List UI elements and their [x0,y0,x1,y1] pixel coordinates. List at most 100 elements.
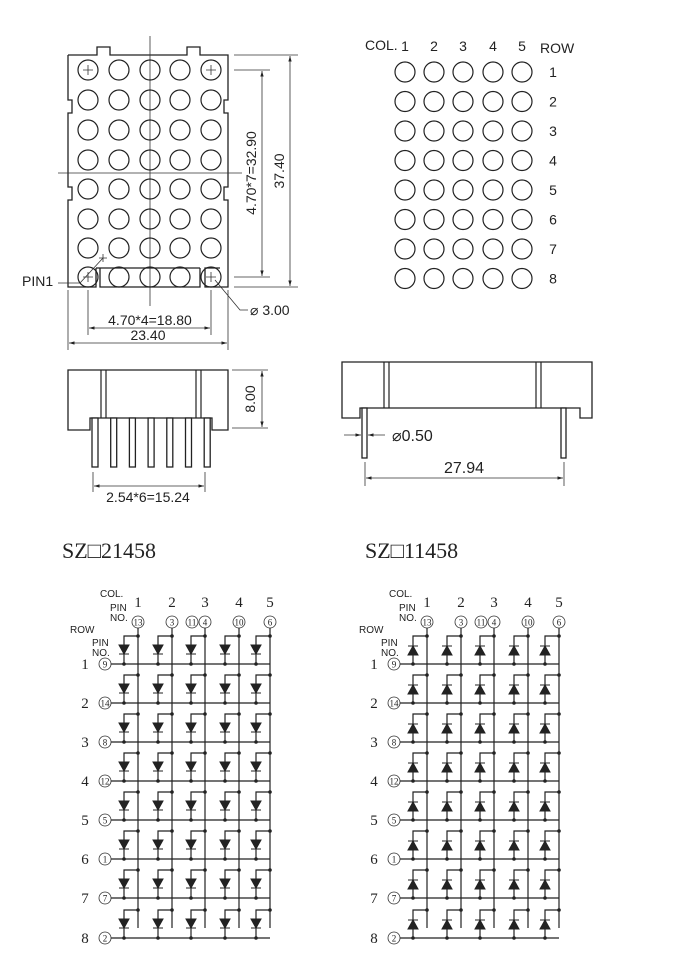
led-dot [169,178,191,200]
led-diode-icon [407,878,419,890]
junction [223,936,227,940]
led-diode-icon [152,800,164,812]
row-number: 2 [81,696,89,712]
pin [110,417,118,468]
mounting-cross-icon [83,65,93,75]
led-dot [394,61,416,83]
led-diode-icon [508,839,520,851]
led-dot [139,237,161,259]
row-spacing-label: 27.94 [444,460,484,477]
led-diode-icon [219,878,231,890]
front-view: 4.70*7=32.90 37.40 4.70*4=18.80 23.40 PI… [22,36,298,350]
led-dot [200,237,222,259]
junction [122,857,126,861]
led-dot [108,237,130,259]
led-dot [511,90,533,113]
led-dot [139,119,161,141]
row-number: 2 [370,696,378,712]
led-dot [77,119,99,141]
led-dot [423,90,445,113]
row-number: 3 [81,735,89,751]
led-dot [394,120,416,142]
led-dot [423,238,445,260]
led-dot [482,179,504,201]
led-dot [511,61,533,83]
junction [189,857,193,861]
junction [122,779,126,783]
led-diode-icon [539,722,551,734]
row-number: 3 [549,123,557,139]
column-pin [474,615,488,629]
svg-text:2: 2 [392,934,397,944]
led-dot [394,90,416,113]
led-dot [108,59,130,81]
led-dot [139,149,161,171]
led-dot [169,59,191,81]
led-diode-icon [441,644,453,656]
mounting-cross-icon [83,272,93,282]
junction [189,701,193,705]
junction [254,701,258,705]
pin [128,417,137,468]
svg-text:3: 3 [170,618,175,628]
led-diode-icon [118,644,130,656]
led-dot [511,149,533,172]
junction [223,740,227,744]
svg-text:10: 10 [235,618,245,628]
led-diode-icon [539,644,551,656]
junction [543,779,547,783]
led-diode-icon [152,722,164,734]
led-diode-icon [118,878,130,890]
led-dot [511,179,533,201]
led-diode-icon [219,918,231,930]
led-dot [108,119,130,141]
column-number: 2 [168,595,176,611]
led-diode-icon [185,644,197,656]
junction [411,740,415,744]
junction [411,857,415,861]
led-diode-icon [250,644,262,656]
svg-text:ROW: ROW [359,625,384,636]
junction [478,701,482,705]
column-number: 4 [235,595,243,611]
led-diode-icon [152,839,164,851]
led-diode-icon [118,839,130,851]
column-pin [185,615,199,629]
pin [147,417,155,468]
led-diode-icon [118,722,130,734]
junction [156,857,160,861]
row-number: 5 [549,182,557,198]
led-dot [77,237,99,259]
svg-text:NO.: NO. [399,613,417,624]
led-diode-icon [474,683,486,695]
junction [156,818,160,822]
junction [254,740,258,744]
led-diode-icon [407,800,419,812]
junction [478,779,482,783]
led-dot [77,208,99,230]
led-diode-icon [508,722,520,734]
led-diode-icon [441,839,453,851]
junction [478,896,482,900]
led-dot [200,89,222,111]
row-number: 1 [81,657,89,673]
svg-text:12: 12 [390,777,399,787]
led-dot [139,89,161,111]
led-dot [423,208,445,231]
led-dot [452,267,474,290]
led-dot [511,267,533,290]
junction [543,896,547,900]
led-dot [77,59,99,81]
svg-text:1: 1 [103,855,108,865]
junction [411,818,415,822]
led-diode-icon [407,918,419,930]
column-number: 3 [201,595,209,611]
row-number: 1 [549,64,557,80]
led-diode-icon [185,878,197,890]
led-diode-icon [152,878,164,890]
led-dot [452,179,474,201]
row-number: 4 [370,774,378,790]
svg-text:COL.: COL. [100,589,123,600]
led-diode-icon [441,878,453,890]
